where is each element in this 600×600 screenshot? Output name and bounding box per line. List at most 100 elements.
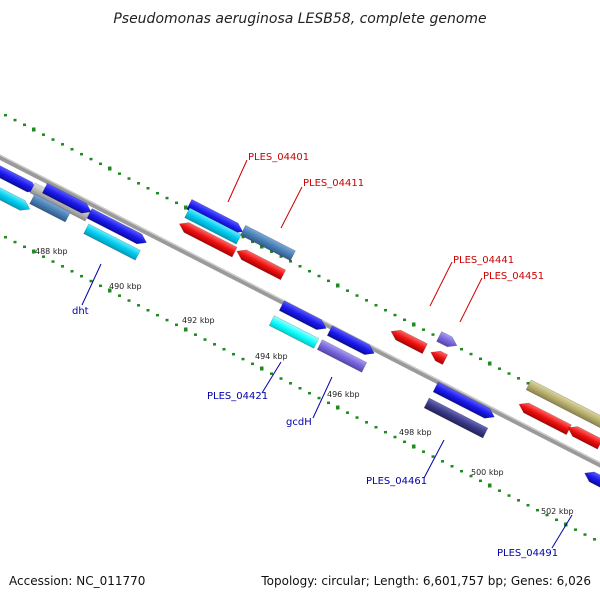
- tick-tracks: [3, 113, 597, 541]
- minor-tick: [393, 313, 397, 317]
- minor-tick: [70, 147, 74, 151]
- gene-arrow[interactable]: [0, 185, 32, 214]
- minor-tick: [165, 318, 169, 322]
- minor-tick: [317, 274, 321, 278]
- minor-tick: [279, 377, 283, 380]
- major-tick: [487, 361, 492, 366]
- gene-arrow[interactable]: [389, 326, 428, 354]
- gene-arrow[interactable]: [268, 315, 320, 349]
- gene-arrow[interactable]: [41, 182, 93, 217]
- major-tick: [411, 444, 416, 449]
- minor-tick: [298, 264, 302, 268]
- minor-tick: [155, 191, 160, 195]
- gene-arrow[interactable]: [177, 219, 238, 258]
- topology-text: Topology: circular; Length: 6,601,757 bp…: [260, 574, 591, 588]
- minor-tick: [459, 347, 464, 351]
- kbp-labels: 488 kbp 490 kbp 492 kbp 494 kbp 496 kbp …: [35, 247, 574, 516]
- minor-tick: [526, 503, 530, 507]
- kbp-label: 494 kbp: [255, 352, 288, 361]
- gene-label[interactable]: PLES_04491: [497, 548, 558, 559]
- gene-arrow[interactable]: [525, 379, 600, 429]
- gene-label[interactable]: dht: [72, 306, 89, 317]
- minor-tick: [298, 386, 302, 390]
- kbp-label: 498 kbp: [399, 428, 432, 437]
- major-tick: [411, 322, 416, 327]
- minor-tick: [13, 118, 17, 122]
- reverse-callouts: [81, 263, 573, 549]
- major-tick: [183, 205, 188, 210]
- minor-tick: [117, 294, 122, 297]
- gene-label[interactable]: gcdH: [286, 417, 312, 428]
- minor-tick: [60, 265, 65, 268]
- minor-tick: [554, 518, 559, 522]
- gene-label[interactable]: PLES_04461: [366, 476, 427, 487]
- major-tick: [259, 366, 264, 371]
- minor-tick: [3, 113, 8, 117]
- gene-arrow[interactable]: [278, 300, 329, 334]
- minor-tick: [212, 343, 217, 346]
- gene-label[interactable]: PLES_04401: [248, 152, 309, 163]
- gene-label[interactable]: PLES_04451: [483, 271, 544, 282]
- kbp-label: 490 kbp: [109, 282, 142, 291]
- minor-tick: [89, 279, 93, 283]
- minor-tick: [174, 323, 179, 327]
- gene-arrow[interactable]: [436, 331, 460, 351]
- gene-arrow[interactable]: [582, 468, 600, 493]
- minor-tick: [22, 245, 27, 249]
- minor-tick: [22, 123, 27, 127]
- minor-tick: [307, 269, 312, 273]
- minor-tick: [364, 299, 369, 302]
- gene-arrow[interactable]: [86, 208, 149, 248]
- minor-tick: [98, 284, 103, 288]
- gene-label[interactable]: PLES_04421: [207, 391, 268, 402]
- gene-arrow[interactable]: [83, 223, 141, 261]
- minor-tick: [516, 377, 521, 380]
- gene-label[interactable]: PLES_04411: [303, 178, 364, 189]
- minor-tick: [89, 157, 93, 161]
- gene-arrow[interactable]: [565, 423, 600, 450]
- minor-tick: [326, 401, 331, 405]
- gene-arrow[interactable]: [517, 399, 572, 436]
- minor-tick: [193, 333, 198, 336]
- minor-tick: [51, 260, 55, 263]
- gene-arrow[interactable]: [186, 199, 245, 236]
- minor-tick: [250, 362, 255, 366]
- gene-arrow[interactable]: [234, 246, 287, 281]
- minor-tick: [79, 152, 84, 156]
- minor-tick: [355, 294, 359, 297]
- gene-arrow[interactable]: [184, 207, 242, 245]
- gene-arrow[interactable]: [316, 339, 368, 373]
- map-title: Pseudomonas aeruginosa LESB58, complete …: [113, 11, 486, 27]
- major-tick: [487, 483, 492, 488]
- minor-tick: [450, 464, 454, 468]
- minor-tick: [507, 494, 511, 497]
- minor-tick: [507, 372, 511, 375]
- minor-tick: [478, 357, 483, 361]
- minor-tick: [136, 182, 141, 185]
- minor-tick: [70, 269, 74, 273]
- minor-tick: [127, 177, 131, 180]
- gene-arrow[interactable]: [428, 347, 449, 365]
- minor-tick: [374, 425, 378, 429]
- gene-arrow[interactable]: [432, 381, 497, 422]
- gene-label[interactable]: PLES_04441: [453, 255, 514, 266]
- minor-tick: [592, 538, 597, 541]
- minor-tick: [374, 303, 378, 307]
- minor-tick: [478, 479, 483, 483]
- gene-arrow[interactable]: [29, 193, 71, 223]
- minor-tick: [269, 372, 274, 375]
- gene-arrow[interactable]: [423, 397, 489, 439]
- gene-arrow[interactable]: [326, 325, 377, 359]
- minor-tick: [355, 416, 359, 419]
- gene-arrow[interactable]: [240, 224, 296, 262]
- minor-tick: [383, 430, 388, 434]
- minor-tick: [3, 235, 8, 239]
- major-tick: [183, 327, 188, 332]
- minor-tick: [469, 474, 473, 478]
- minor-tick: [98, 162, 103, 166]
- minor-tick: [345, 411, 350, 414]
- minor-tick: [174, 201, 179, 205]
- minor-tick: [402, 440, 407, 444]
